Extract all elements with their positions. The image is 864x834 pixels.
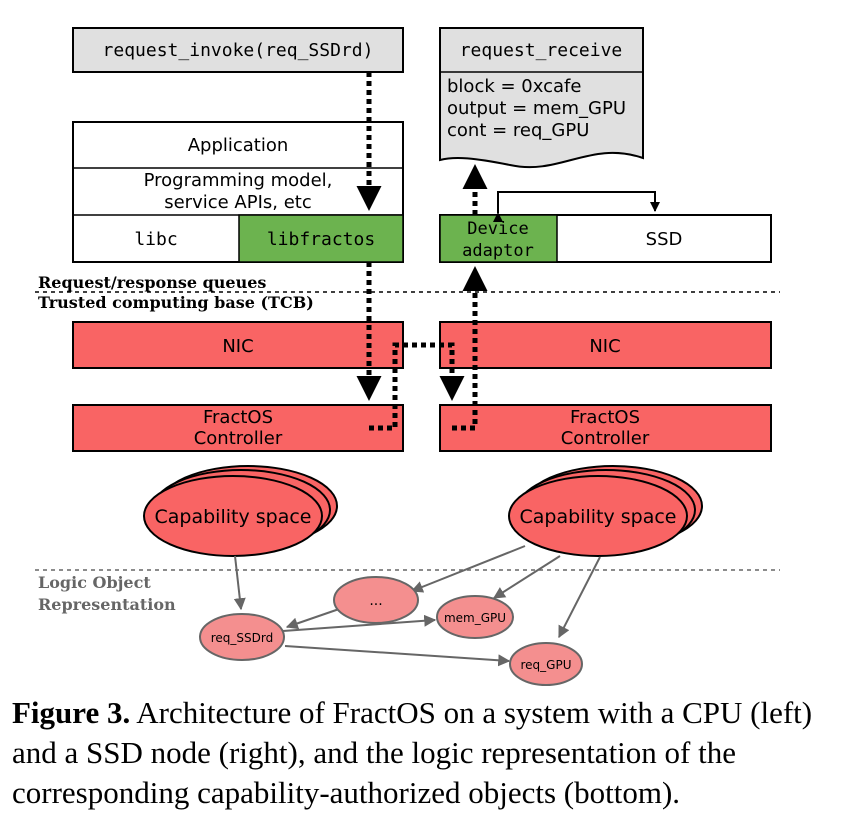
object-req-gpu: req_GPU bbox=[509, 642, 583, 686]
object-mem-gpu: mem_GPU bbox=[436, 595, 514, 639]
right-request-box: request_receive block = 0xcafe output = … bbox=[439, 27, 644, 169]
device-adaptor-line1: Device bbox=[467, 219, 528, 239]
edge-right-cap-to-dots bbox=[410, 545, 526, 593]
right-device-row: Device adaptor SSD bbox=[439, 191, 772, 263]
right-controller: FractOS Controller bbox=[439, 404, 772, 452]
logic-label-line2: Representation bbox=[38, 595, 176, 614]
receive-line-block: block = 0xcafe bbox=[447, 76, 581, 97]
programming-model-label: Programming model, bbox=[144, 170, 333, 191]
object-req-ssdrd: req_SSDrd bbox=[199, 613, 285, 661]
left-request-label: request_invoke(req_SSDrd) bbox=[103, 40, 374, 61]
right-capability-label: Capability space bbox=[520, 506, 677, 528]
right-controller-line2: Controller bbox=[561, 428, 650, 449]
object-mem-gpu-label: mem_GPU bbox=[444, 611, 506, 625]
left-request-box: request_invoke(req_SSDrd) bbox=[72, 27, 404, 73]
right-request-label: request_receive bbox=[460, 40, 623, 61]
libc-label: libc bbox=[134, 229, 177, 250]
device-adaptor-line2: adaptor bbox=[462, 241, 534, 261]
application-label: Application bbox=[188, 135, 289, 156]
request-path bbox=[356, 72, 488, 431]
left-capability-space: Capability space bbox=[143, 465, 338, 557]
object-req-gpu-label: req_GPU bbox=[521, 658, 572, 672]
edge-right-cap-to-mem-gpu bbox=[492, 555, 561, 599]
right-nic-label: NIC bbox=[589, 336, 620, 357]
libfractos-label: libfractos bbox=[267, 229, 375, 250]
figure-caption: Figure 3. Architecture of FractOS on a s… bbox=[12, 693, 857, 813]
left-nic-label: NIC bbox=[222, 336, 253, 357]
adaptor-ssd-connector bbox=[493, 191, 660, 222]
logic-label-line1: Logic Object bbox=[38, 573, 151, 592]
queues-label: Request/response queues bbox=[38, 273, 266, 292]
object-edges bbox=[233, 545, 601, 667]
left-controller: FractOS Controller bbox=[72, 404, 404, 452]
figure-caption-text: Architecture of FractOS on a system with… bbox=[12, 695, 813, 810]
object-dots: ... bbox=[333, 576, 419, 624]
tcb-label: Trusted computing base (TCB) bbox=[38, 293, 314, 312]
device-adaptor-box bbox=[439, 214, 558, 263]
left-controller-line2: Controller bbox=[194, 428, 283, 449]
receive-line-cont: cont = req_GPU bbox=[447, 120, 589, 141]
receive-line-output: output = mem_GPU bbox=[447, 98, 626, 119]
right-capability-space: Capability space bbox=[508, 465, 703, 557]
controller-to-controller-path bbox=[369, 342, 465, 431]
left-nic: NIC bbox=[72, 321, 404, 369]
edge-dots-to-req-ssdrd bbox=[285, 607, 343, 630]
controller-to-adaptor-arrow bbox=[452, 266, 488, 431]
object-req-ssdrd-label: req_SSDrd bbox=[211, 631, 273, 645]
edge-left-cap-to-req-ssdrd bbox=[233, 555, 246, 611]
service-apis-label: service APIs, etc bbox=[164, 192, 312, 213]
fractos-architecture-diagram: request_invoke(req_SSDrd) Application Pr… bbox=[35, 27, 780, 686]
ssd-label: SSD bbox=[646, 229, 683, 250]
figure-label: Figure 3. bbox=[12, 695, 131, 730]
edge-req-ssdrd-to-mem-gpu bbox=[282, 614, 437, 632]
edge-right-cap-to-req-gpu bbox=[558, 556, 601, 639]
left-software-stack: Application Programming model, service A… bbox=[72, 121, 404, 263]
object-dots-label: ... bbox=[369, 593, 382, 609]
edge-req-ssdrd-to-req-gpu bbox=[284, 645, 511, 667]
left-capability-label: Capability space bbox=[155, 506, 312, 528]
left-controller-line1: FractOS bbox=[203, 407, 273, 428]
right-nic: NIC bbox=[439, 321, 772, 369]
libfractos-box bbox=[238, 214, 404, 263]
right-controller-line1: FractOS bbox=[570, 407, 640, 428]
